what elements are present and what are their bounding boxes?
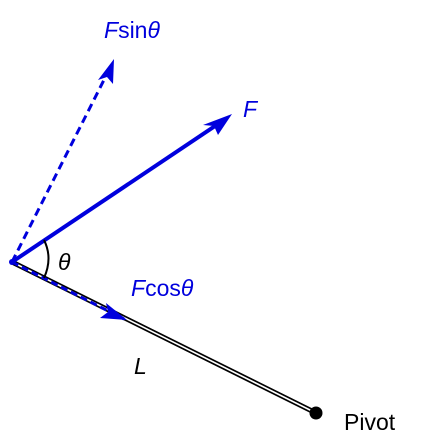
application-point — [9, 259, 15, 265]
force-label: F — [243, 96, 259, 122]
f-cos-component-vector — [11, 260, 125, 321]
theta-label: θ — [58, 249, 71, 275]
force-arrowhead — [203, 114, 232, 135]
pivot-label: Pivot — [344, 409, 396, 435]
angle-arc — [43, 239, 50, 279]
f-sin-label-theta: θ — [147, 17, 160, 43]
f-cos-label-theta: θ — [181, 275, 194, 301]
length-label: L — [134, 353, 147, 379]
f-sin-label: Fsinθ — [104, 17, 160, 43]
f-sin-arrowhead — [98, 59, 114, 84]
f-cos-label: Fcosθ — [131, 275, 194, 301]
f-cos-arrowhead — [100, 303, 127, 320]
f-sin-label-func: sin — [118, 17, 147, 43]
f-cos-label-func: cos — [145, 275, 181, 301]
f-sin-component-vector — [10, 65, 113, 263]
pivot-point — [309, 406, 323, 420]
force-vector — [10, 118, 226, 264]
f-sin-label-f: F — [104, 17, 120, 43]
f-cos-label-f: F — [131, 275, 147, 301]
